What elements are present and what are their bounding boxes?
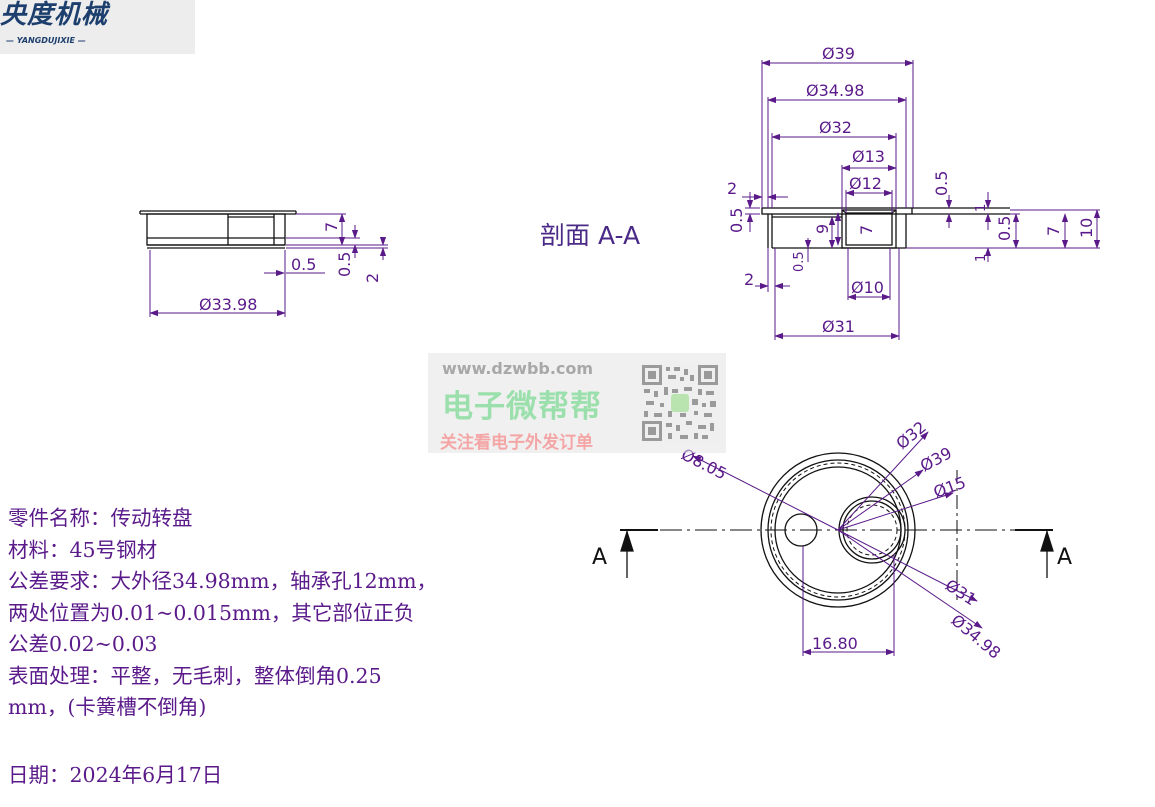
logo-subtitle: — YANGDUJIXIE — — [6, 36, 86, 45]
side-dim-thickness-a: 0.5 — [291, 255, 316, 274]
section-dim-d10: Ø10 — [851, 278, 884, 297]
date-line: 日期：2024年6月17日 — [8, 763, 223, 787]
watermark: www.dzwbb.com 电子微帮帮 关注看电子外发订单 — [428, 353, 726, 453]
section-dim-d13: Ø13 — [852, 147, 885, 166]
plan-dim-d3498: Ø34.98 — [947, 611, 1004, 663]
watermark-url: www.dzwbb.com — [442, 359, 594, 378]
cut-label-right: A — [1057, 545, 1072, 570]
section-dim-thickness-left: 0.5 — [727, 208, 746, 233]
section-dim-height-7-inner: 7 — [857, 225, 876, 235]
section-dim-thickness-right: 0.5 — [995, 216, 1014, 241]
section-dim-d12: Ø12 — [849, 174, 882, 193]
section-dim-d3498: Ø34.98 — [806, 81, 864, 100]
section-dim-thickness-small: 0.5 — [792, 251, 807, 272]
company-logo: 央度机械 — YANGDUJIXIE — — [0, 0, 195, 54]
section-dim-height-9: 9 — [813, 224, 832, 234]
section-dim-height-7-right: 7 — [1044, 226, 1063, 236]
note-line: mm，(卡簧槽不倒角) — [8, 695, 207, 719]
qr-code-icon — [640, 363, 720, 443]
section-dim-d31: Ø31 — [822, 317, 855, 336]
side-dim-height-7: 7 — [322, 222, 341, 232]
section-dim-thickness-top: 0.5 — [932, 171, 951, 196]
note-line: 材料：45号钢材 — [8, 537, 158, 562]
section-dim-width-2-top: 2 — [727, 179, 737, 198]
watermark-name: 电子微帮帮 — [442, 389, 602, 425]
side-dim-thickness-b: 0.5 — [335, 252, 354, 277]
side-view: Ø33.98 7 0.5 0.5 2 — [139, 210, 388, 317]
plan-view: A A Ø32 Ø39 Ø1 — [592, 417, 1072, 662]
section-dim-1-b: 1 — [974, 254, 989, 262]
watermark-slogan: 关注看电子外发订单 — [440, 433, 593, 453]
section-dim-d32: Ø32 — [819, 118, 852, 137]
note-line: 两处位置为0.01~0.015mm，其它部位正负 — [8, 600, 415, 625]
side-dim-height-2: 2 — [363, 273, 382, 283]
plan-dim-d39: Ø39 — [917, 443, 955, 475]
section-dim-d39: Ø39 — [822, 44, 855, 63]
logo-brand-text: 央度机械 — [0, 0, 109, 30]
side-dim-diameter: Ø33.98 — [199, 295, 257, 314]
small-hole — [784, 513, 818, 547]
cut-label-left: A — [592, 545, 607, 570]
plan-dim-d15: Ø15 — [931, 473, 968, 502]
plan-dim-d32: Ø32 — [892, 417, 929, 453]
section-dim-1-a: 1 — [974, 204, 989, 212]
note-line: 公差要求：大外径34.98mm，轴承孔12mm， — [8, 569, 438, 593]
notes-block: 零件名称：传动转盘 材料：45号钢材 公差要求：大外径34.98mm，轴承孔12… — [8, 503, 518, 724]
note-line: 公差0.02~0.03 — [8, 632, 158, 656]
plan-dim-offset: 16.80 — [812, 634, 858, 653]
section-label: 剖面 A-A — [540, 221, 640, 250]
section-dim-width-2-bottom: 2 — [744, 270, 754, 289]
section-dim-height-10: 10 — [1077, 218, 1096, 238]
outer-circle — [760, 452, 916, 608]
note-line: 表面处理：平整，无毛刺，整体倒角0.25 — [8, 663, 382, 688]
section-view: Ø39 Ø34.98 Ø32 Ø13 Ø12 Ø10 Ø31 2 2 0.5 0… — [727, 44, 1101, 340]
note-line: 零件名称：传动转盘 — [8, 506, 193, 530]
